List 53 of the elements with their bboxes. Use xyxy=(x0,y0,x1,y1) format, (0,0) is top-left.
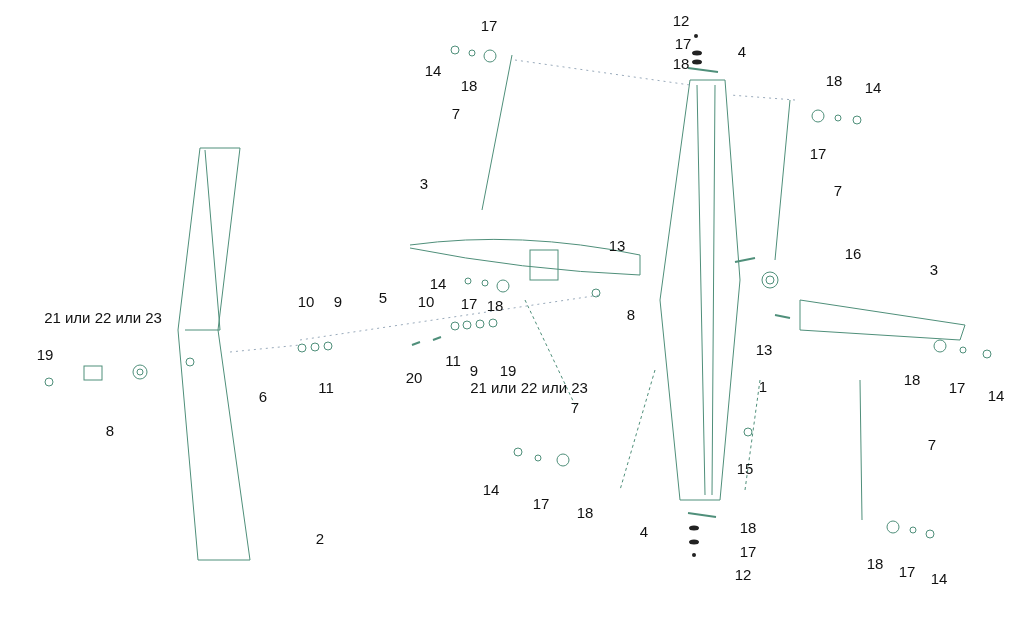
callout-number: 11 xyxy=(318,379,334,395)
callout-number: 17 xyxy=(460,295,478,311)
callout-number: 4 xyxy=(737,43,747,59)
callout-number: 18 xyxy=(903,371,921,387)
callout-number: 20 xyxy=(405,369,423,385)
callout-number: 19 xyxy=(499,362,517,378)
callout-number: 6 xyxy=(258,388,268,404)
callout-number: 10 xyxy=(297,293,315,309)
callout-number: 18 xyxy=(460,77,478,93)
callout-number: 7 xyxy=(833,182,843,198)
callout-number: 14 xyxy=(482,481,500,497)
callout-number: 7 xyxy=(451,105,461,121)
callout-number: 8 xyxy=(626,306,636,322)
callout-number: 9 xyxy=(469,362,479,378)
callout-number: 9 xyxy=(333,293,343,309)
callout-number: 12 xyxy=(734,566,752,582)
callout-number: 21 или 22 или 23 xyxy=(44,309,162,325)
callout-number: 18 xyxy=(672,55,690,71)
callout-number: 18 xyxy=(576,504,594,520)
callout-number: 13 xyxy=(755,341,773,357)
callout-number: 2 xyxy=(315,530,325,546)
callout-number: 15 xyxy=(736,460,754,476)
callout-number: 17 xyxy=(674,35,692,51)
callout-number: 8 xyxy=(105,422,115,438)
callout-number: 4 xyxy=(639,523,649,539)
callout-number: 17 xyxy=(809,145,827,161)
callout-number: 5 xyxy=(378,289,388,305)
callout-number: 14 xyxy=(864,79,882,95)
callout-number: 18 xyxy=(739,519,757,535)
callout-number: 16 xyxy=(844,245,862,261)
callout-number: 18 xyxy=(486,297,504,313)
callout-number: 14 xyxy=(424,62,442,78)
callout-number: 11 xyxy=(445,352,461,368)
callout-number: 3 xyxy=(419,175,429,191)
callout-number: 1 xyxy=(758,378,768,394)
callout-number: 7 xyxy=(927,436,937,452)
callout-number: 18 xyxy=(866,555,884,571)
callout-number: 12 xyxy=(672,12,690,28)
callout-number: 14 xyxy=(987,387,1005,403)
callout-number: 17 xyxy=(480,17,498,33)
callout-number: 14 xyxy=(930,570,948,586)
callout-number: 18 xyxy=(825,72,843,88)
callout-number: 10 xyxy=(417,293,435,309)
callout-number: 17 xyxy=(948,379,966,395)
callout-number: 17 xyxy=(739,543,757,559)
callout-number: 19 xyxy=(36,346,54,362)
callout-number: 14 xyxy=(429,275,447,291)
callout-number: 21 или 22 или 23 xyxy=(470,379,588,395)
callout-number: 17 xyxy=(532,495,550,511)
callout-number: 13 xyxy=(608,237,626,253)
callout-number: 3 xyxy=(929,261,939,277)
callout-number: 17 xyxy=(898,563,916,579)
callout-number: 7 xyxy=(570,399,580,415)
